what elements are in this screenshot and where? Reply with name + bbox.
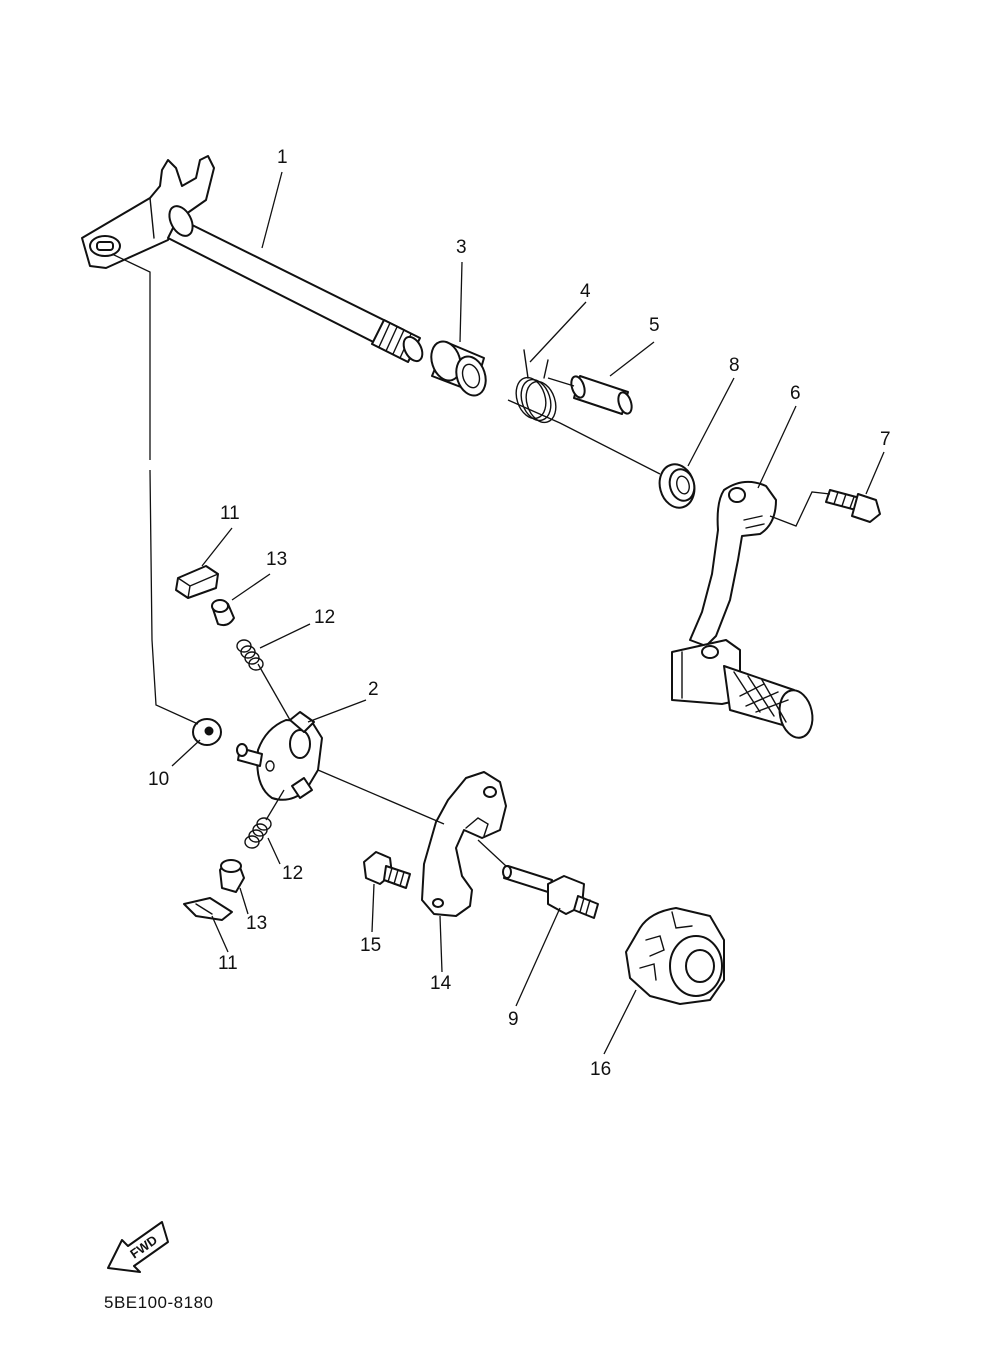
- callout-8: 8: [729, 355, 740, 376]
- callout-2: 2: [368, 679, 379, 700]
- callout-1: 1: [277, 147, 288, 168]
- part-7-bolt: [825, 489, 881, 523]
- callout-10: 10: [148, 769, 170, 790]
- callout-6: 6: [790, 383, 801, 404]
- callout-11-lower: 11: [218, 953, 238, 974]
- callout-leader-lines: [171, 171, 885, 1055]
- part-14-segment-plate: [421, 771, 507, 917]
- part-2-shift-lever: [236, 711, 323, 801]
- callout-13-upper: 13: [266, 549, 288, 570]
- callout-11-upper: 11: [220, 503, 240, 524]
- part-6-shift-pedal: [671, 480, 814, 739]
- part-1-shift-shaft: [81, 155, 424, 363]
- callout-13-lower: 13: [246, 913, 268, 934]
- part-11-lower-roller: [183, 897, 233, 921]
- callout-12-lower: 12: [282, 863, 304, 884]
- callout-9: 9: [508, 1009, 519, 1030]
- callout-16: 16: [590, 1059, 612, 1080]
- callout-12-upper: 12: [314, 607, 336, 628]
- part-10-washer: [192, 718, 222, 746]
- part-12-upper-spring: [236, 639, 264, 671]
- part-15-bolt: [363, 851, 411, 889]
- part-5-pin: [570, 375, 633, 415]
- part-12-lower-spring: [244, 817, 272, 849]
- callout-15: 15: [360, 935, 382, 956]
- part-13-lower-pin: [219, 859, 245, 893]
- callout-4: 4: [580, 281, 591, 302]
- assembly-dashed-lines: [111, 253, 831, 867]
- part-4-torsion-spring: [515, 349, 557, 424]
- drawing-code: 5BE100-8180: [104, 1293, 214, 1312]
- callout-7: 7: [880, 429, 891, 450]
- part-9-stopper-bolt: [502, 865, 599, 919]
- part-11-upper-roller: [175, 565, 219, 599]
- callout-3: 3: [456, 237, 467, 258]
- fwd-direction-arrow: FWD: [107, 1221, 169, 1273]
- part-16-drum-segment: [625, 907, 725, 1005]
- part-8-oil-seal: [658, 463, 696, 509]
- part-13-upper-pin: [211, 599, 235, 627]
- callout-14: 14: [430, 973, 452, 994]
- callout-5: 5: [649, 315, 660, 336]
- part-3-collar: [430, 340, 487, 397]
